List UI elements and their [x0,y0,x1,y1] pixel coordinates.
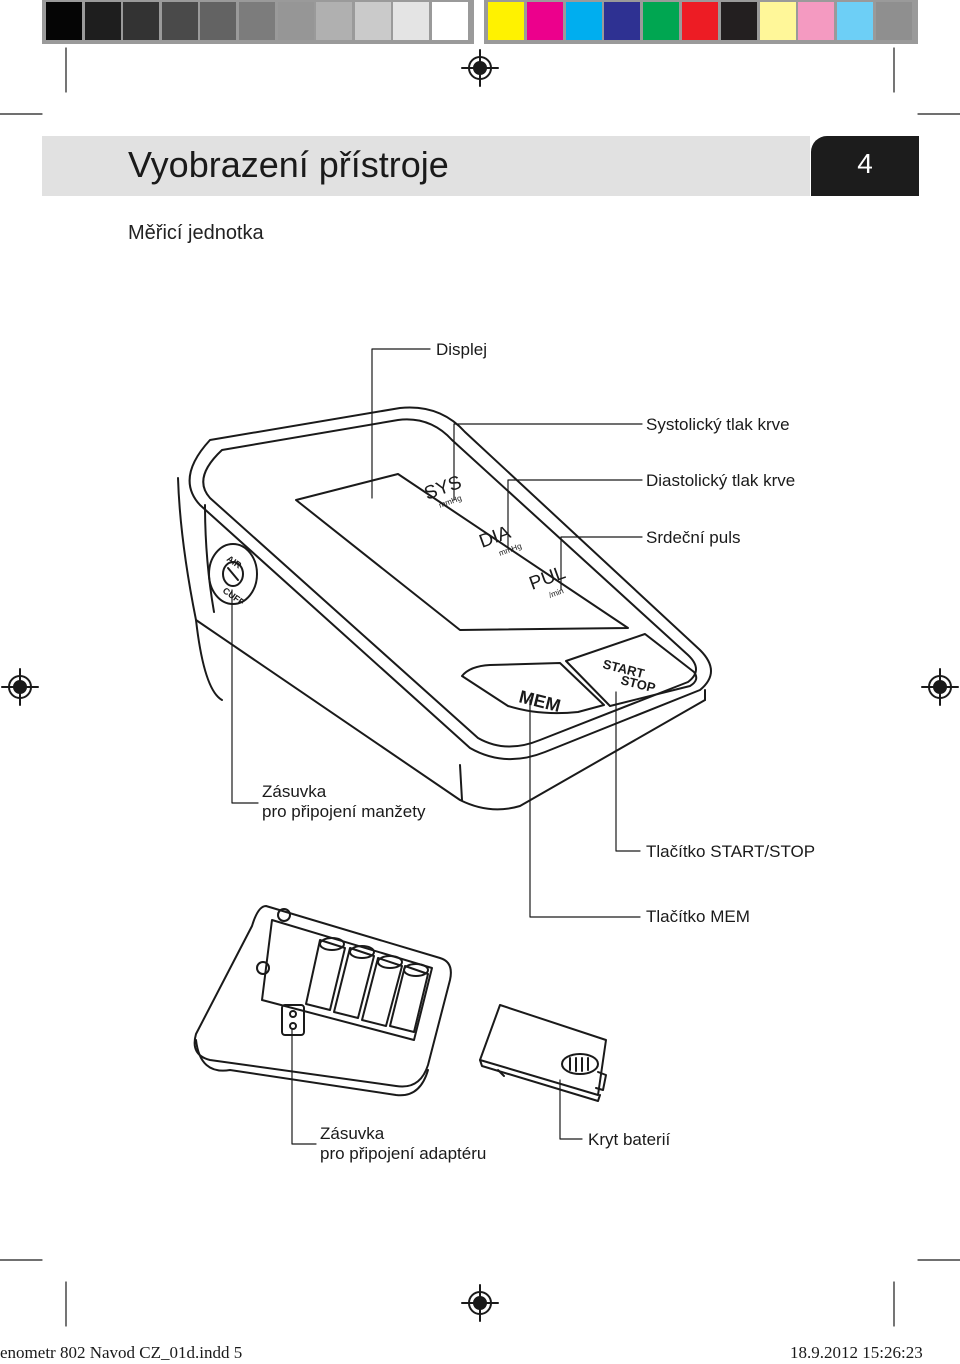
battery-cover [479,1004,607,1102]
title-band [42,136,810,196]
leader-lines [231,348,643,1145]
adapter-socket [281,1004,305,1036]
color-swatch [876,2,912,40]
footer-timestamp: 18.9.2012 15:26:23 [790,1343,923,1362]
blood-pressure-monitor [177,406,712,811]
page-number: 4 [857,148,873,179]
color-swatch [682,2,718,40]
label-mem-button: Tlačítko MEM [646,907,750,926]
color-swatch [277,2,314,40]
color-swatch [526,2,563,40]
label-start-stop-button: Tlačítko START/STOP [646,842,816,861]
battery [305,939,346,1011]
label-battery-cover: Kryt baterií [588,1130,671,1149]
battery-compartment-base [193,905,452,1097]
color-swatch [200,2,237,40]
color-swatch [837,2,874,40]
section-subtitle: Měřicí jednotka [128,222,264,244]
page-title: Vyobrazení přístroje [128,144,449,185]
label-cuff-socket-line2: pro připojení manžety [262,802,426,821]
color-swatch [565,2,602,40]
battery [333,947,375,1019]
color-swatch [161,2,198,40]
label-adapter-socket-line2: pro připojení adaptéru [320,1144,487,1163]
mem-button-shape [461,662,605,715]
cuff-socket [208,543,258,605]
label-systolic: Systolický tlak krve [646,415,790,434]
color-swatch [759,2,796,40]
color-swatch [316,2,353,40]
label-cuff-socket-line1: Zásuvka [262,782,327,801]
battery [361,957,403,1027]
color-swatch [488,2,524,40]
registration-mark-top [461,49,499,87]
color-swatch [84,2,121,40]
footer-file-name: enometr 802 Navod CZ_01d.indd 5 [0,1343,243,1362]
registration-mark-right [921,668,959,706]
color-swatch [432,2,468,40]
label-adapter-socket-line1: Zásuvka [320,1124,385,1143]
registration-mark-left [1,668,39,706]
stop-marking: STOP [619,672,657,695]
color-swatch [604,2,641,40]
label-diastolic: Diastolický tlak krve [646,471,796,490]
color-swatch [720,2,757,40]
lcd-display [295,473,629,631]
crop-marks [0,47,960,1327]
registration-mark-bottom [461,1284,499,1322]
page-number-box: 4 [811,136,919,196]
color-swatch [643,2,680,40]
color-swatch [393,2,430,40]
color-swatch [798,2,835,40]
battery [389,965,429,1033]
color-calibration-bar [0,0,960,44]
start-stop-button-shape [565,633,698,707]
label-display: Displej [436,340,488,359]
label-pulse: Srdeční puls [646,528,741,547]
color-swatch [354,2,391,40]
color-swatch [46,2,82,40]
color-swatch [123,2,160,40]
color-swatch [239,2,275,40]
